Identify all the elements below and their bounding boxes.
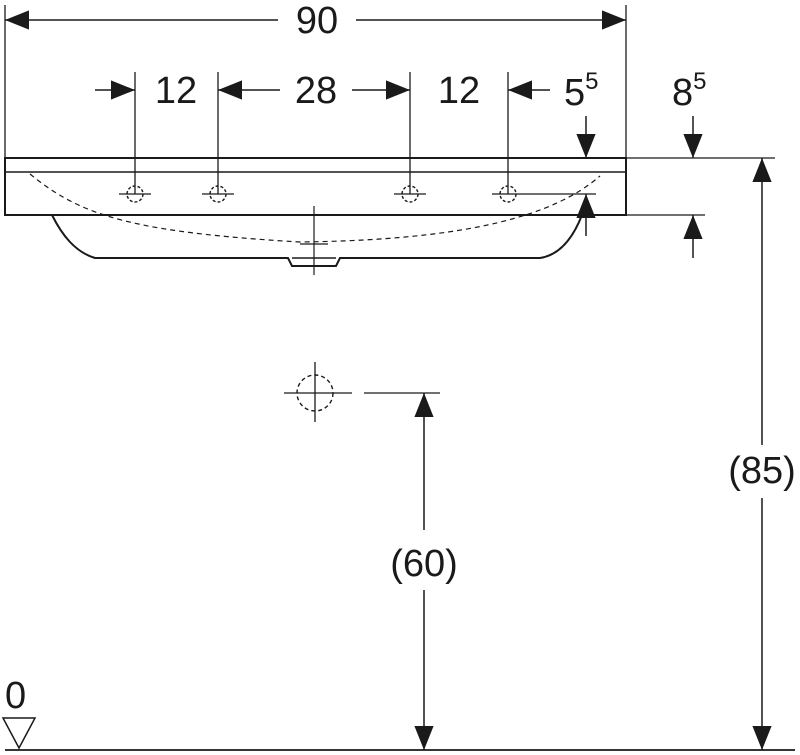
spacing-right-label: 12 bbox=[438, 70, 480, 112]
offset-hole-label: 55 bbox=[564, 68, 599, 114]
dimension-total-width: 90 bbox=[5, 0, 626, 42]
total-width-label: 90 bbox=[296, 0, 338, 42]
dimension-hole-spacing: 12 28 12 55 bbox=[95, 68, 599, 114]
overall-height-label: (85) bbox=[728, 450, 796, 492]
tap-holes bbox=[119, 185, 596, 203]
dimension-rim-thickness: 85 bbox=[672, 68, 707, 258]
floor-level-label: 0 bbox=[5, 675, 26, 717]
rim-thickness-label: 85 bbox=[672, 68, 707, 114]
dimension-waste-height: (60) bbox=[390, 393, 458, 750]
waste-outlet-icon bbox=[284, 362, 440, 422]
waste-height-label: (60) bbox=[390, 543, 458, 585]
dimension-overall-height: (85) bbox=[728, 158, 796, 750]
floor-level-marker: 0 bbox=[1, 675, 37, 750]
spacing-left-label: 12 bbox=[155, 70, 197, 112]
spacing-middle-label: 28 bbox=[295, 70, 337, 112]
basin-outline bbox=[4, 157, 627, 267]
extension-lines bbox=[4, 5, 795, 751]
level-triangle-icon bbox=[1, 717, 37, 750]
